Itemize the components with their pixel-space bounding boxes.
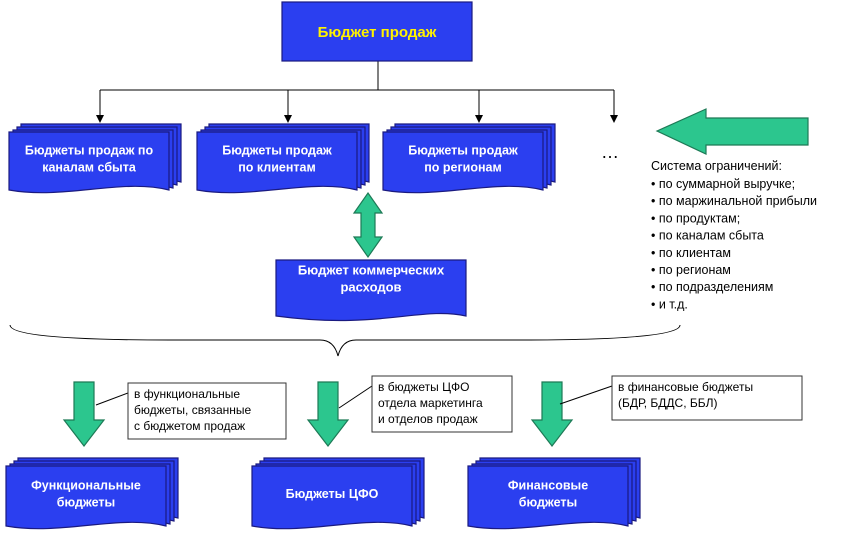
down-arrow <box>62 381 106 447</box>
note-callout: в функциональные бюджеты, связанные с бюдж… <box>95 382 287 440</box>
constraint-item: • по клиентам <box>651 246 731 260</box>
stack-front <box>251 465 413 530</box>
notes: в функциональные бюджеты, связанные с бюдж… <box>95 375 803 440</box>
text-line: Бюджеты продаж <box>408 144 518 158</box>
constraint-item: • по суммарной выручке; <box>651 177 795 191</box>
text-line: Бюджеты продаж <box>222 144 332 158</box>
stack-channels-label: Бюджеты продаж по каналам сбыта <box>25 144 154 175</box>
text-line: Бюджеты продаж по <box>25 144 154 158</box>
bottom-stacks: Функциональные бюджеты Бюджеты ЦФО Финансов… <box>5 457 641 530</box>
commercial-expenses-label: Бюджет коммерческих расходов <box>298 263 445 295</box>
note-box <box>611 375 803 421</box>
big-left-arrow <box>655 108 809 155</box>
stack-front <box>467 465 629 530</box>
note-line: и отделов продаж <box>378 412 478 426</box>
note-leader <box>338 385 373 409</box>
constraint-item: • по продуктам; <box>651 211 740 225</box>
stack-clients: Бюджеты продаж по клиентам <box>196 123 370 194</box>
text-line: Финансовые <box>508 479 588 493</box>
double-vertical-arrow <box>352 191 384 259</box>
note-line: в бюджеты ЦФО <box>378 380 469 394</box>
text-line: Бюджет коммерческих <box>298 263 445 278</box>
stack-regions-label: Бюджеты продаж по регионам <box>408 144 518 175</box>
text-line: расходов <box>340 280 401 295</box>
text-line: бюджеты <box>519 496 577 510</box>
note-line: бюджеты, связанные <box>134 403 251 417</box>
commercial-expenses-box: Бюджет коммерческих расходов <box>275 259 467 322</box>
stack-regions: Бюджеты продаж по регионам <box>382 123 556 194</box>
note-leader <box>95 392 129 406</box>
stack-financial-label: Финансовые бюджеты <box>508 479 588 510</box>
text-line: Бюджеты ЦФО <box>286 487 379 501</box>
note-box <box>127 382 287 440</box>
down-arrow <box>306 381 350 447</box>
note-line: (БДР, БДДС, ББЛ) <box>618 396 718 410</box>
stack-cfo-label: Бюджеты ЦФО <box>286 487 379 501</box>
text-line: каналам сбыта <box>42 161 137 175</box>
sales-budget-label: Бюджет продаж <box>318 24 437 41</box>
note-line: в финансовые бюджеты <box>618 380 753 394</box>
note-leader <box>559 385 613 405</box>
note-box <box>371 375 513 433</box>
constraint-item: • по регионам <box>651 263 731 277</box>
stack-front <box>196 131 358 194</box>
note-line: отдела маркетинга <box>378 396 483 410</box>
text-line: Функциональные <box>31 479 141 493</box>
text-line: Бюджет продаж <box>318 24 437 41</box>
sales-budget-box: Бюджет продаж <box>281 1 473 62</box>
stack-functional-label: Функциональные бюджеты <box>31 479 141 510</box>
note-line: в функциональные <box>134 387 240 401</box>
ellipsis: … <box>601 142 619 162</box>
stack-clients-label: Бюджеты продаж по клиентам <box>222 144 332 175</box>
constraints-list: • по суммарной выручке; • по маржинальной… <box>651 177 817 311</box>
stack-cfo: Бюджеты ЦФО <box>251 457 425 530</box>
stack-financial: Финансовые бюджеты <box>467 457 641 530</box>
note-callout: в бюджеты ЦФО отдела маркетинга и отделов … <box>338 375 513 433</box>
text-line: бюджеты <box>57 496 115 510</box>
stack-front <box>5 465 167 530</box>
down-arrows <box>62 381 574 447</box>
stack-front <box>382 131 544 194</box>
stack-front <box>8 131 170 194</box>
constraint-item: • по каналам сбыта <box>651 229 764 243</box>
constraints-title: Система ограничений: <box>651 159 782 173</box>
note-callout: в финансовые бюджеты (БДР, БДДС, ББЛ) <box>559 375 803 421</box>
stack-functional: Функциональные бюджеты <box>5 457 179 530</box>
down-arrow <box>530 381 574 447</box>
constraint-item: • по маржинальной прибыли <box>651 194 817 208</box>
note-line: с бюджетом продаж <box>134 419 245 433</box>
constraint-item: • по подразделениям <box>651 280 773 294</box>
stack-channels: Бюджеты продаж по каналам сбыта <box>8 123 182 194</box>
connector-lines <box>96 61 618 123</box>
brace <box>9 324 681 357</box>
constraint-item: • и т.д. <box>651 297 688 311</box>
text-line: по регионам <box>424 161 502 175</box>
text-line: по клиентам <box>238 161 316 175</box>
